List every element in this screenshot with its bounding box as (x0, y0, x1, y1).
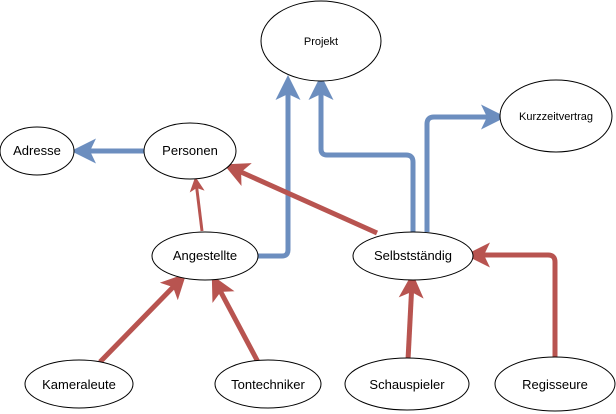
node-adresse: Adresse (0, 126, 75, 176)
node-projekt: Projekt (260, 0, 382, 82)
node-schauspieler: Schauspieler (344, 357, 470, 411)
node-selbststaendig-label: Selbstständig (374, 248, 452, 263)
node-tontechniker: Tontechniker (214, 359, 322, 409)
edge-angestellte-personen (189, 176, 205, 232)
node-regisseure-label: Regisseure (522, 377, 588, 392)
edge-kameraleute-angestellte (98, 273, 187, 364)
node-kurzzeitvertrag: Kurzzeitvertrag (499, 79, 613, 153)
edge-selbststaendig-kurzzeitvertrag (424, 104, 506, 232)
node-angestellte: Angestellte (151, 231, 259, 281)
edge-selbststaendig-personen (223, 163, 379, 236)
node-schauspieler-label: Schauspieler (369, 377, 445, 392)
edge-tontechniker-angestellte (211, 275, 261, 364)
edge-selbststaendig-projekt (308, 75, 416, 232)
node-selbststaendig: Selbstständig (352, 231, 474, 281)
edge-angestellte-projekt (258, 75, 301, 259)
node-personen-label: Personen (162, 143, 218, 158)
edge-regisseure-selbststaendig (465, 242, 558, 362)
node-tontechniker-label: Tontechniker (231, 377, 305, 392)
node-personen: Personen (143, 122, 237, 180)
node-projekt-label: Projekt (304, 36, 338, 48)
edge-schauspieler-selbststaendig (398, 273, 424, 361)
node-angestellte-label: Angestellte (173, 248, 237, 263)
node-regisseure: Regisseure (494, 356, 616, 412)
node-kurzzeitvertrag-label: Kurzzeitvertrag (519, 111, 593, 123)
node-kameraleute: Kameraleute (24, 359, 134, 409)
node-kameraleute-label: Kameraleute (42, 377, 116, 392)
node-adresse-label: Adresse (13, 143, 61, 158)
